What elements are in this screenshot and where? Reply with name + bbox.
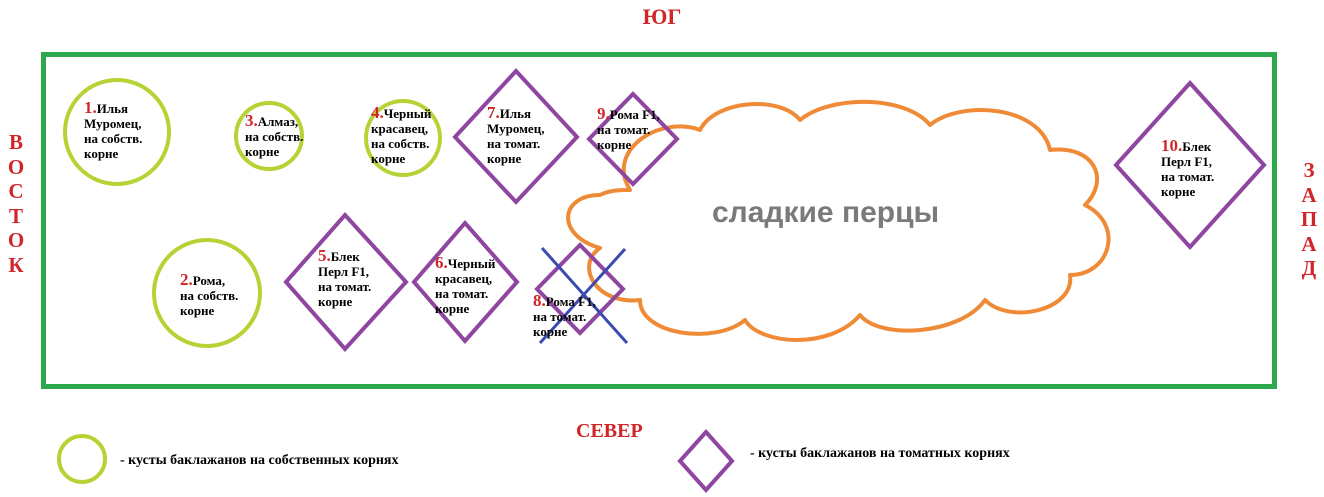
plant-text: Илья Муромец, на собств. корне [84,101,143,161]
plant-3-circle [234,101,304,171]
direction-west: З А П А Д [1297,158,1321,281]
pepper-cloud [566,99,1111,342]
west-letter: З [1303,158,1315,182]
plant-6-label: 6.Черный красавец, на томат. корне [435,253,496,316]
pepper-area-label: сладкие перцы [712,196,940,229]
plant-4-label: 4.Черный красавец, на собств. корне [371,103,432,166]
plant-text: Черный красавец, на собств. корне [371,106,432,166]
plant-8-diamond [534,242,626,336]
plant-text: Блек Перл F1, на томат. корне [1161,139,1215,199]
plant-number: 4. [371,103,384,122]
legend-tomato-roots-text: - кусты баклажанов на томатных корнях [750,446,1010,461]
plant-text: Рома, на собств. корне [180,273,239,318]
legend-diamond-icon [677,429,735,493]
plant-6-diamond [411,219,520,345]
direction-east: В О С Т О К [4,130,28,277]
plant-5-diamond [283,212,409,352]
east-letter: О [7,228,25,252]
legend-circle-icon [57,434,107,484]
plant-text: Илья Муромец, на томат. корне [487,106,545,166]
plant-text: Алмаз, на собств. корне [245,114,304,159]
plant-1-circle [63,78,171,186]
west-letter: Д [1301,256,1317,280]
plant-number: 2. [180,270,193,289]
plant-9-label: 9.Рома F1, на томат. корне [597,104,660,152]
west-letter: А [1301,182,1317,207]
west-letter: А [1301,231,1317,256]
legend-own-roots-text: - кусты баклажанов на собственных корнях [120,453,399,468]
plant-number: 3. [245,111,258,130]
west-letter: П [1300,207,1318,231]
plant-text: Черный красавец, на томат. корне [435,256,496,316]
plant-3-label: 3.Алмаз, на собств. корне [245,111,304,159]
plant-10-diamond [1113,80,1267,250]
plant-10-label: 10.Блек Перл F1, на томат. корне [1161,136,1215,199]
plant-8-label: 8.Рома F1, на томат. корне [533,291,596,339]
east-letter: О [7,154,25,179]
plant-number: 10. [1161,136,1183,155]
plant-number: 6. [435,253,448,272]
plant-number: 9. [597,104,610,123]
plant-number: 7. [487,103,500,122]
plant-text: Рома F1, на томат. корне [597,107,660,152]
east-letter: В [8,130,23,154]
east-letter: Т [8,203,23,228]
plant-number: 8. [533,291,546,310]
direction-south: ЮГ [642,4,682,29]
garden-bed-border [41,52,1277,389]
plant-7-diamond [452,68,580,205]
plant-text: Рома F1, на томат. корне [533,294,596,339]
plant-2-circle [152,238,262,348]
plant-7-label: 7.Илья Муромец, на томат. корне [487,103,545,166]
plant-5-label: 5.Блек Перл F1, на томат. корне [318,246,372,309]
plant-number: 5. [318,246,331,265]
plant-4-circle [364,99,442,177]
plant-9-diamond [586,91,680,187]
plant-2-label: 2.Рома, на собств. корне [180,270,239,318]
plant-8-cross-line [538,247,627,345]
plant-number: 1. [84,98,97,117]
direction-north: СЕВЕР [576,420,643,442]
east-letter: К [8,252,24,277]
plant-1-label: 1.Илья Муромец, на собств. корне [84,98,143,161]
east-letter: С [8,179,24,203]
plant-text: Блек Перл F1, на томат. корне [318,249,372,309]
